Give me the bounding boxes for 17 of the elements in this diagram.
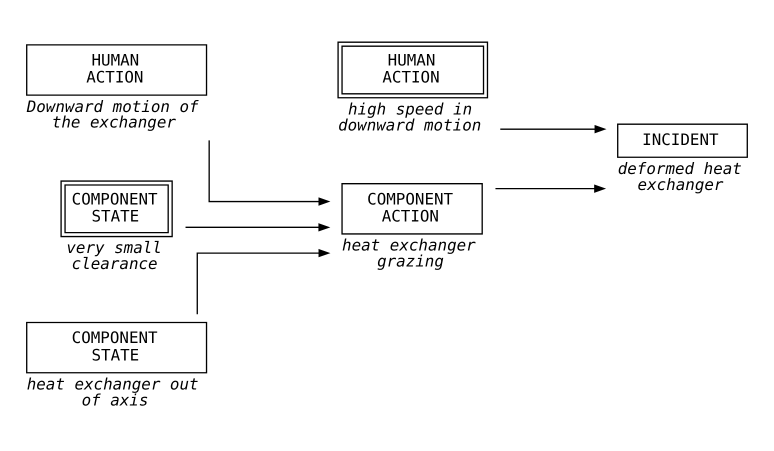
- arrow: [186, 222, 330, 231]
- node-box: COMPONENT ACTION: [341, 182, 483, 234]
- node-box: INCIDENT: [617, 123, 748, 158]
- node-box: COMPONENT STATE: [26, 321, 208, 373]
- node-label: high speed in downward motion: [338, 98, 482, 134]
- arrow: [495, 184, 606, 192]
- node-label: deformed heat exchanger: [618, 158, 742, 194]
- node-label: Downward motion of the exchanger: [26, 96, 199, 132]
- arrow: [196, 248, 330, 314]
- node-box: COMPONENT STATE: [60, 180, 173, 237]
- node-box: HUMAN ACTION: [26, 44, 208, 96]
- arrow: [208, 140, 330, 206]
- node-box: HUMAN ACTION: [337, 41, 488, 98]
- node-label: heat exchanger out of axis: [26, 374, 199, 409]
- arrow: [500, 124, 606, 133]
- node-label: heat exchanger grazing: [342, 235, 476, 270]
- node-label: very small clearance: [66, 238, 162, 273]
